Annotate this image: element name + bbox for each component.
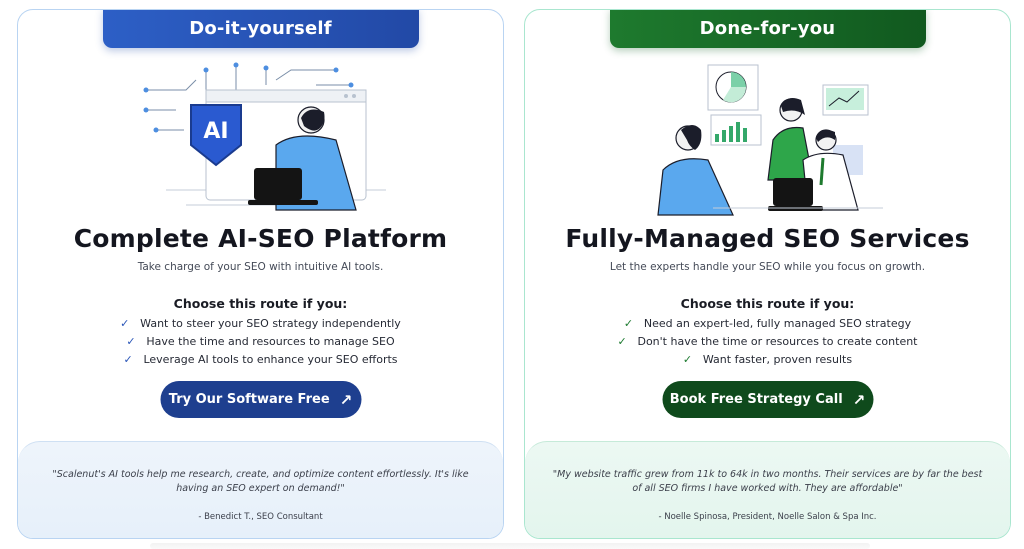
check-icon: ✓	[682, 352, 693, 366]
testimonial-quote: "My website traffic grew from 11k to 64k…	[552, 469, 983, 494]
dfy-subtitle: Let the experts handle your SEO while yo…	[609, 261, 926, 273]
arrow-up-right-icon: ↗	[852, 390, 866, 409]
diy-testimonial: "Scalenut's AI tools help me research, c…	[18, 441, 503, 538]
arrow-up-right-icon: ↗	[339, 390, 353, 409]
dfy-testimonial: "My website traffic grew from 11k to 64k…	[525, 441, 1010, 538]
testimonial-author: - Benedict T., SEO Consultant	[198, 512, 323, 522]
check-icon: ✓	[623, 316, 634, 330]
diy-subtitle: Take charge of your SEO with intuitive A…	[137, 261, 384, 273]
diy-tab: Do-it-yourself	[102, 10, 419, 48]
book-strategy-call-button[interactable]: Book Free Strategy Call ↗	[662, 381, 873, 418]
dfy-card: Done-for-you Fully-Managed SEO Services …	[524, 9, 1011, 539]
checklist-item: ✓Have the time and resources to manage S…	[126, 334, 395, 348]
check-icon: ✓	[126, 334, 136, 348]
managed-services-illustration	[656, 64, 883, 216]
checklist-item: ✓Need an expert-led, fully managed SEO s…	[623, 316, 912, 330]
diy-card: Do-it-yourself AI Complete AI-SEO Platfo…	[17, 9, 504, 539]
diy-checklist: ✓Want to steer your SEO strategy indepen…	[18, 314, 503, 368]
check-icon: ✓	[123, 352, 133, 366]
checklist-item: ✓Want faster, proven results	[682, 352, 853, 366]
checklist-item: ✓Want to steer your SEO strategy indepen…	[120, 316, 401, 330]
try-software-free-button[interactable]: Try Our Software Free ↗	[160, 381, 361, 418]
check-icon: ✓	[120, 316, 130, 330]
checklist-item: ✓Leverage AI tools to enhance your SEO e…	[123, 352, 398, 366]
section-divider	[150, 543, 870, 549]
ai-badge-text: AI	[203, 119, 228, 144]
dfy-tab: Done-for-you	[609, 10, 926, 48]
testimonial-quote: "Scalenut's AI tools help me research, c…	[52, 469, 469, 494]
checklist-item: ✓Don't have the time or resources to cre…	[617, 334, 918, 348]
dfy-title: Fully-Managed SEO Services	[565, 224, 970, 253]
dfy-choose-heading: Choose this route if you:	[680, 296, 855, 311]
testimonial-author: - Noelle Spinosa, President, Noelle Salo…	[658, 512, 877, 522]
diy-title: Complete AI-SEO Platform	[73, 224, 448, 253]
diy-choose-heading: Choose this route if you:	[173, 296, 348, 311]
check-icon: ✓	[617, 334, 627, 348]
dfy-checklist: ✓Need an expert-led, fully managed SEO s…	[525, 314, 1010, 368]
ai-platform-illustration: AI	[143, 62, 386, 211]
